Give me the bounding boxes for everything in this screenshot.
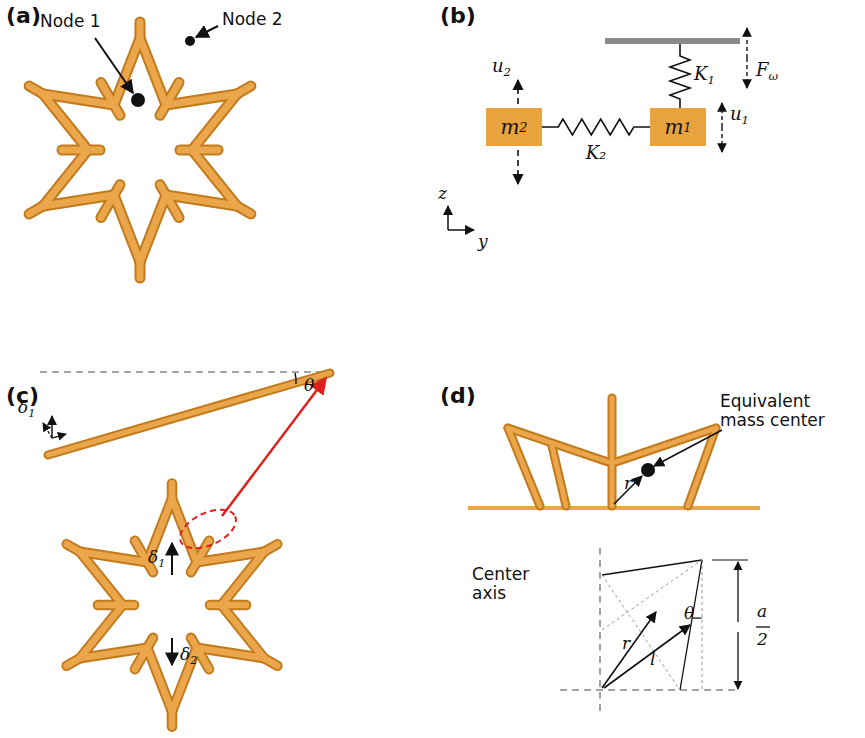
symbol-label: 2 <box>757 630 768 649</box>
label-text: u <box>492 55 504 76</box>
label-text: y <box>478 231 488 251</box>
symbol-label: θ <box>304 376 314 395</box>
label-text: (b) <box>440 3 476 28</box>
symbol-label: a <box>757 602 767 621</box>
label-text: Center axis <box>472 564 529 603</box>
label-text: r <box>624 473 632 493</box>
subscript: 1 <box>742 113 749 127</box>
symbol-label: δ1 <box>148 548 165 570</box>
subscript: 1 <box>707 73 714 87</box>
symbol-label: r <box>624 474 632 493</box>
subscript: 1 <box>28 407 35 420</box>
symbol-label: Fω <box>756 60 778 83</box>
annotation: Node 2 <box>222 10 283 29</box>
label-text: θ <box>304 375 314 395</box>
label-text: F <box>756 59 769 80</box>
label-text: δ <box>180 644 190 664</box>
symbol-label: θ <box>684 604 694 623</box>
label-text: Node 2 <box>222 9 283 29</box>
panel-letter: (a) <box>6 4 41 28</box>
subscript: 1 <box>683 120 691 135</box>
label-text: K <box>694 63 707 84</box>
subscript: ω <box>769 69 779 83</box>
symbol-label: z <box>438 184 447 203</box>
subscript: 2 <box>190 654 197 667</box>
label-text: 2 <box>757 629 768 649</box>
label-text: z <box>438 183 447 203</box>
annotation: Equivalent mass center <box>720 392 850 429</box>
label-text: Equivalent mass center <box>720 391 825 430</box>
subscript: 2 <box>504 65 511 79</box>
subscript: 1 <box>158 557 165 570</box>
symbol-label: y <box>478 232 488 251</box>
label-text: a <box>757 601 767 621</box>
mass-symbol: m <box>500 115 519 139</box>
symbol-label: l <box>650 650 655 669</box>
label-text: (a) <box>6 3 41 28</box>
spring-label: K₂ <box>586 142 607 163</box>
label-text: l <box>650 649 655 669</box>
symbol-label: u2 <box>492 56 511 79</box>
symbol-label: δ1 <box>18 398 35 420</box>
panel-letter: (b) <box>440 4 476 28</box>
panel-letter: (d) <box>440 384 476 408</box>
mass-block: m1 <box>650 108 706 146</box>
subscript: 2 <box>519 120 527 135</box>
spring-connector <box>542 119 650 135</box>
label-text: (d) <box>440 383 476 408</box>
mass-symbol: m <box>664 115 683 139</box>
symbol-label: δ2 <box>180 645 197 667</box>
label-text: u <box>730 103 742 124</box>
label-text: δ <box>18 397 28 417</box>
label-text: Node 1 <box>40 11 101 31</box>
symbol-label: u1 <box>730 104 749 127</box>
edge-label: K₂ <box>586 143 607 163</box>
mass-block: m2 <box>486 108 542 146</box>
annotation: Center axis <box>472 565 562 602</box>
symbol-label: K1 <box>694 64 715 87</box>
label-text: θ <box>684 603 694 623</box>
label-text: r <box>622 633 630 653</box>
annotation: Node 1 <box>40 12 101 31</box>
symbol-label: r <box>622 634 630 653</box>
label-text: δ <box>148 547 158 567</box>
